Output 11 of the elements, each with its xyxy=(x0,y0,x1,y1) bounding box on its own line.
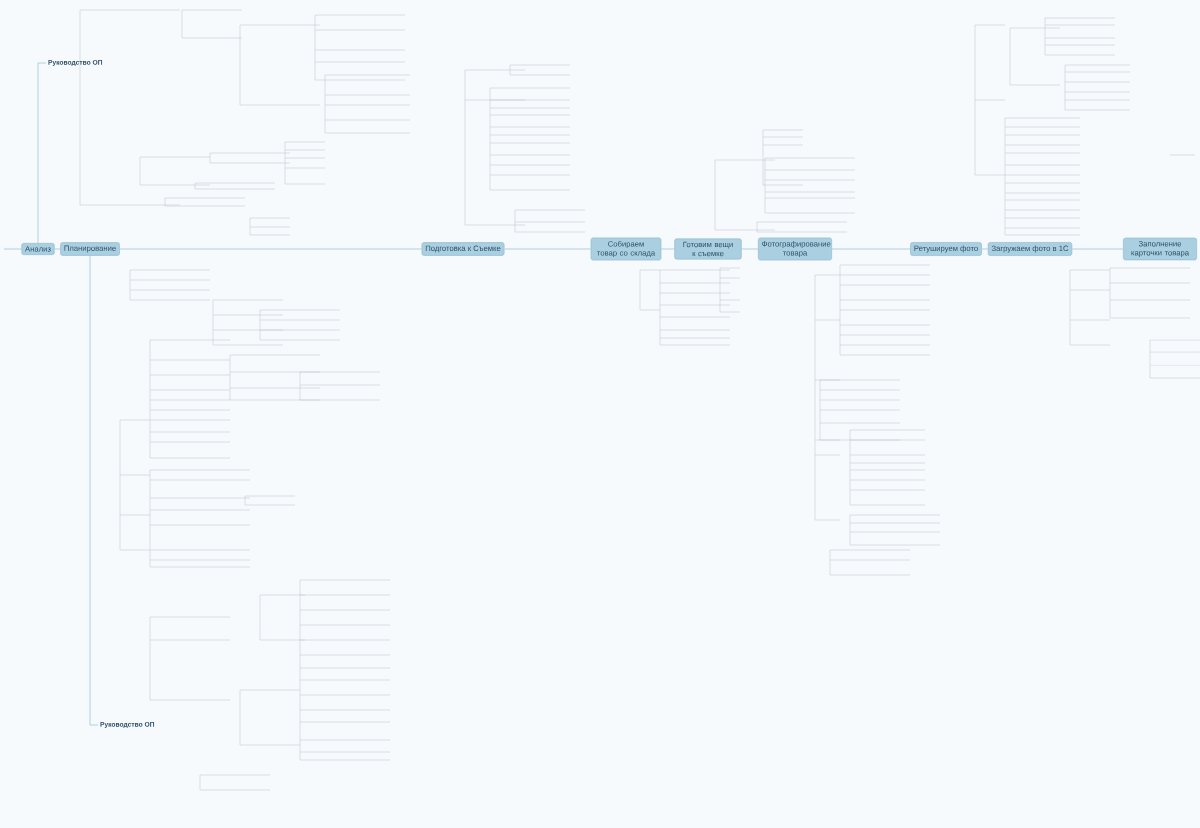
connector-line xyxy=(3,248,22,250)
connector-line xyxy=(119,248,422,250)
connector-line xyxy=(831,248,911,250)
connector-line xyxy=(661,248,675,250)
connector-line xyxy=(54,248,61,250)
connector-line xyxy=(1071,248,1124,250)
connector-line xyxy=(37,62,47,244)
connector-line xyxy=(504,248,591,250)
connector-line xyxy=(981,248,989,250)
connector-line xyxy=(89,255,99,726)
connector-line xyxy=(741,248,759,250)
